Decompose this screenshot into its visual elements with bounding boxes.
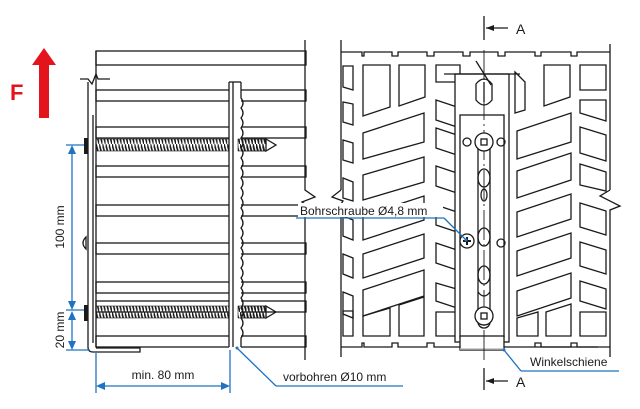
dimension-80mm xyxy=(95,350,231,393)
callout-predrill-leader xyxy=(235,346,403,387)
force-label: F xyxy=(10,80,23,105)
brick-cross-section xyxy=(80,40,317,360)
force-arrow xyxy=(32,48,56,118)
brick-web-5 xyxy=(95,204,307,217)
brick-web-1 xyxy=(95,50,307,66)
section-marker-top xyxy=(483,16,508,40)
dimension-100mm-label: 100 mm xyxy=(53,205,67,248)
section-marker-bottom xyxy=(483,368,508,390)
callout-screw-leader xyxy=(296,217,468,242)
section-label-bottom: A xyxy=(516,374,526,390)
dimension-80mm-label: min. 80 mm xyxy=(132,368,195,382)
brick-web-9 xyxy=(95,335,307,348)
section-label-top: A xyxy=(516,21,526,37)
callout-rail-leader xyxy=(502,348,619,372)
callout-screw-bg xyxy=(298,203,443,217)
dimension-20mm-label: 20 mm xyxy=(53,312,67,349)
brick-web-3 xyxy=(95,126,307,139)
brick-web-6 xyxy=(95,242,307,255)
screw-head-top xyxy=(84,138,88,154)
callout-screw-label: Bohrschraube Ø4,8 mm xyxy=(300,204,427,218)
angle-rail-front xyxy=(444,50,520,360)
brick-web-2 xyxy=(95,89,307,102)
rail-foot xyxy=(459,335,505,351)
brick-web-4 xyxy=(95,165,307,178)
rivet xyxy=(82,235,87,251)
callout-predrill-label: vorbohren Ø10 mm xyxy=(283,370,386,384)
angle-rail-side xyxy=(87,82,141,353)
brick-front-view xyxy=(330,40,622,357)
callout-rail-label: Winkelschiene xyxy=(530,355,608,369)
dimension-20mm xyxy=(66,311,90,351)
dimension-100mm xyxy=(66,144,84,311)
predrilled-hole xyxy=(228,81,267,348)
brick-web-7 xyxy=(95,281,307,294)
screw-head-bottom xyxy=(84,305,88,321)
